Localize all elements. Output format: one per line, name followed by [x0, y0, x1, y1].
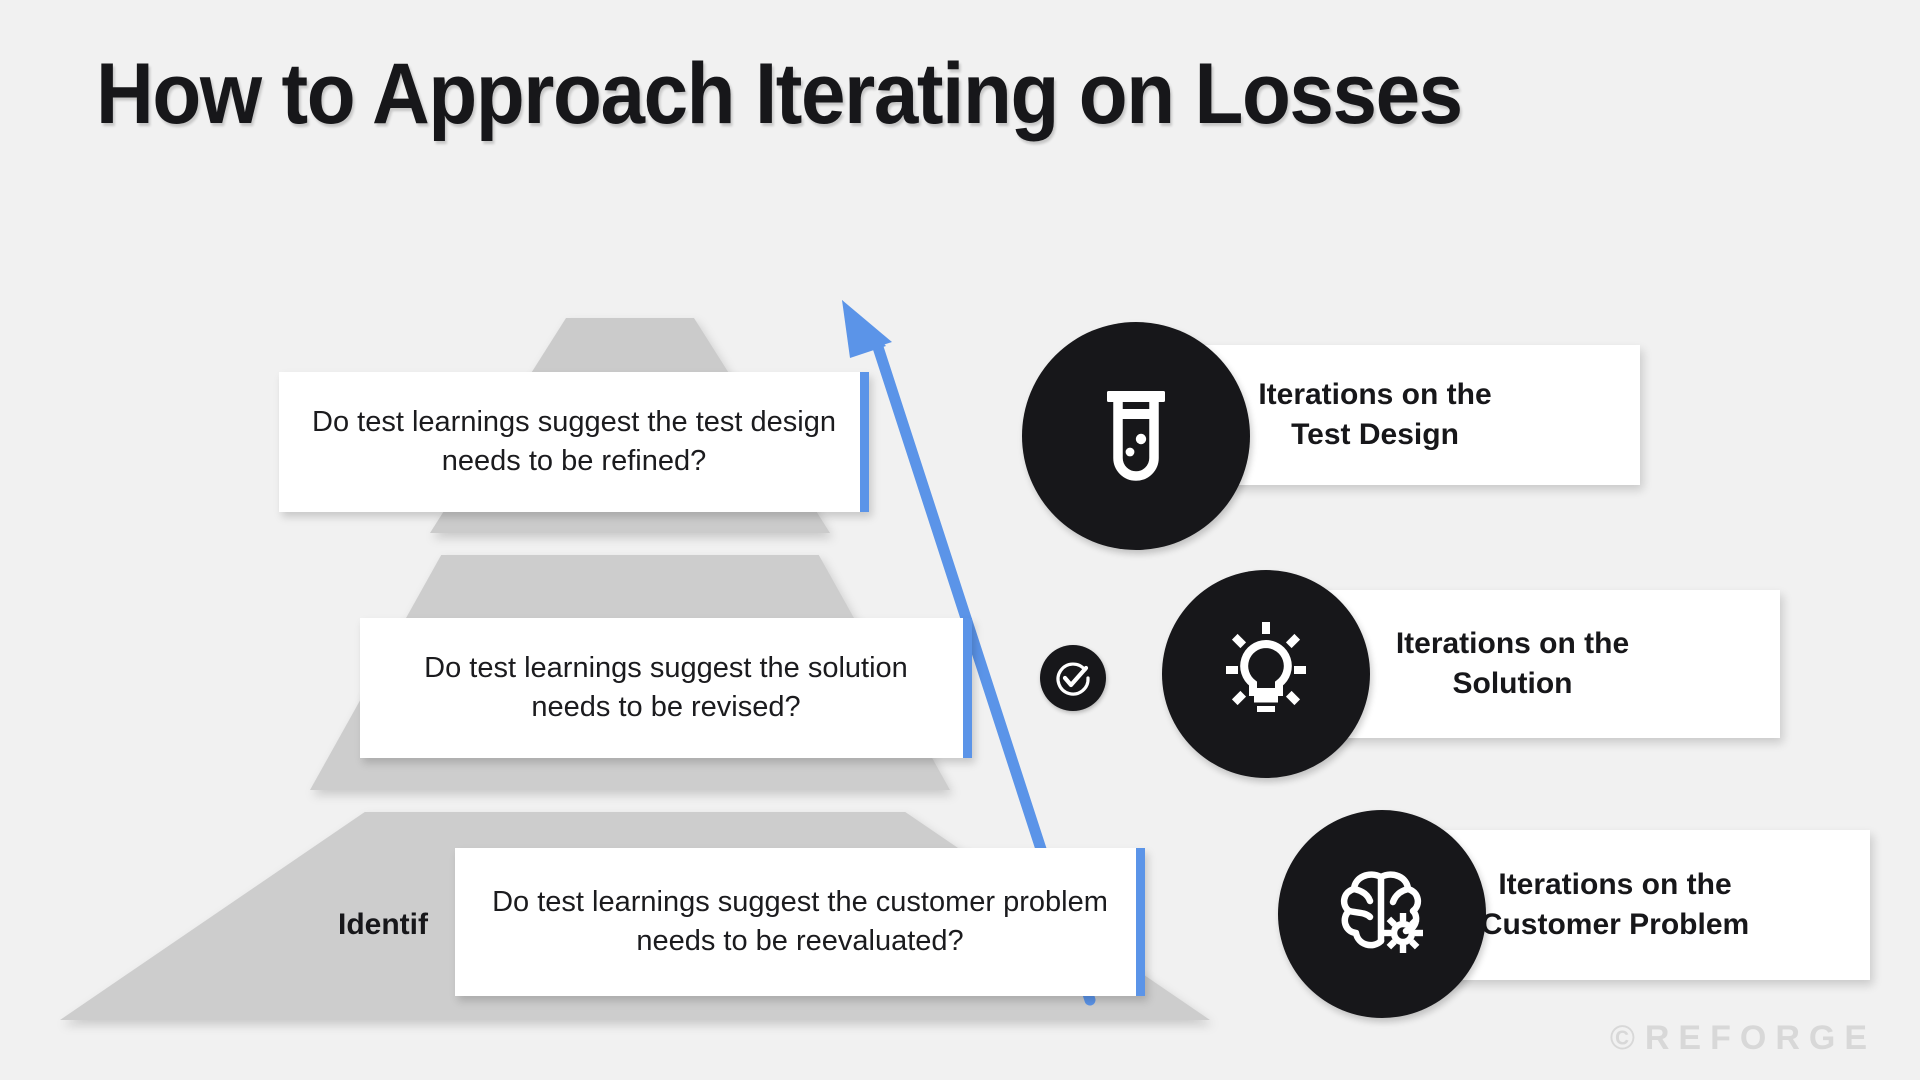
- iteration-label-line2: Test Design: [1291, 418, 1459, 451]
- callout-accent-bar: [1136, 848, 1145, 996]
- iteration-label-line1: Iterations on the: [1395, 627, 1630, 661]
- brain-gear-icon: [1340, 871, 1423, 953]
- iteration-label-line2: Solution: [1452, 667, 1573, 700]
- watermark-text: REFORGE: [1644, 1019, 1876, 1057]
- callout-test-design[interactable]: Do test learnings suggest the test desig…: [279, 372, 869, 512]
- callout-text: Do test learnings suggest the test desig…: [312, 405, 836, 477]
- icon-circle-customer-problem: [1278, 810, 1486, 1018]
- iteration-label-line1: Iterations on the: [1498, 868, 1732, 902]
- copyright-icon: ©: [1609, 1019, 1635, 1057]
- icon-circle-solution: [1162, 570, 1370, 778]
- callout-solution[interactable]: Do test learnings suggest the solution n…: [360, 618, 972, 758]
- callout-accent-bar: [860, 372, 869, 512]
- iteration-label: Iterations on the Customer Problem: [1457, 865, 1773, 944]
- callout-accent-bar: [963, 618, 972, 758]
- callout-text: Do test learnings suggest the solution n…: [424, 651, 908, 723]
- icon-circle-test-design: [1022, 322, 1250, 550]
- callout-text: Do test learnings suggest the customer p…: [492, 885, 1108, 957]
- pyramid-bottom-tier-label: Identif: [338, 908, 428, 941]
- check-circle-badge: [1040, 645, 1106, 711]
- check-circle-icon: [1056, 662, 1090, 696]
- iteration-label-line1: Iterations on the: [1258, 378, 1492, 412]
- lightbulb-icon: [1226, 622, 1306, 712]
- page-title: How to Approach Iterating on Losses: [96, 46, 1463, 142]
- iteration-label: Iterations on the Solution: [1372, 624, 1653, 703]
- iteration-label: Iterations on the Test Design: [1234, 375, 1515, 454]
- iteration-label-line2: Customer Problem: [1480, 908, 1750, 941]
- callout-customer-problem[interactable]: Do test learnings suggest the customer p…: [455, 848, 1145, 996]
- reforge-watermark: © REFORGE: [1610, 1019, 1876, 1058]
- test-tube-icon: [1107, 391, 1165, 481]
